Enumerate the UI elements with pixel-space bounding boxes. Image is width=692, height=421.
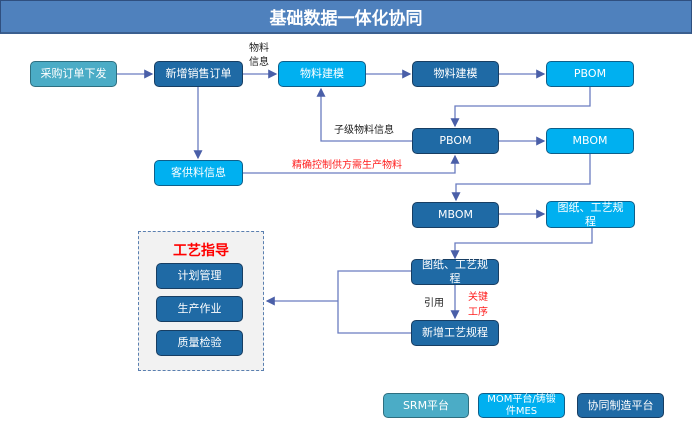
label-material-info: 物料 信息 — [249, 43, 269, 68]
node-mbom-right[interactable]: MBOM — [546, 128, 634, 154]
label-precise-control: 精确控制供方需生产物料 — [292, 160, 402, 171]
page-title: 基础数据一体化协同 — [0, 0, 692, 34]
label-reference: 引用 — [424, 298, 444, 309]
legend-collab: 协同制造平台 — [577, 393, 664, 418]
node-purchase-order[interactable]: 采购订单下发 — [30, 61, 117, 87]
process-guidance-title: 工艺指导 — [173, 243, 229, 259]
guidance-item-production[interactable]: 生产作业 — [156, 296, 243, 322]
guidance-item-plan[interactable]: 计划管理 — [156, 263, 243, 289]
edge-pbom-to-modeling — [316, 87, 412, 142]
node-new-process-spec[interactable]: 新增工艺规程 — [411, 320, 499, 346]
node-material-modeling-2[interactable]: 物料建模 — [412, 61, 499, 87]
edge-pbomtop-to-pbommid — [450, 87, 591, 128]
node-customer-material[interactable]: 客供料信息 — [154, 160, 243, 186]
node-pbom-top[interactable]: PBOM — [546, 61, 634, 87]
label-key-process: 关键 工序 — [468, 292, 488, 318]
process-guidance-group: 工艺指导 计划管理 生产作业 质量检验 — [138, 231, 264, 371]
edge-drawingslight-to-drawingsdark — [450, 227, 593, 260]
node-material-modeling-1[interactable]: 物料建模 — [278, 61, 366, 87]
edge-customer-to-pbom — [243, 154, 460, 174]
node-drawings-process-dark[interactable]: 图纸、工艺规程 — [411, 258, 499, 285]
guidance-item-quality[interactable]: 质量检验 — [156, 330, 243, 356]
node-drawings-process-light[interactable]: 图纸、工艺规程 — [546, 201, 635, 228]
legend-srm: SRM平台 — [383, 393, 469, 418]
node-mbom-left[interactable]: MBOM — [412, 202, 499, 228]
legend-mom: MOM平台/铸锻件MES — [478, 393, 565, 418]
node-pbom-mid[interactable]: PBOM — [412, 128, 499, 154]
node-new-sales-order[interactable]: 新增销售订单 — [154, 61, 243, 87]
edge-drawings-bracket — [337, 270, 411, 334]
edge-mbomright-to-mbomleft — [451, 154, 591, 202]
label-child-material-info: 子级物料信息 — [334, 125, 394, 136]
